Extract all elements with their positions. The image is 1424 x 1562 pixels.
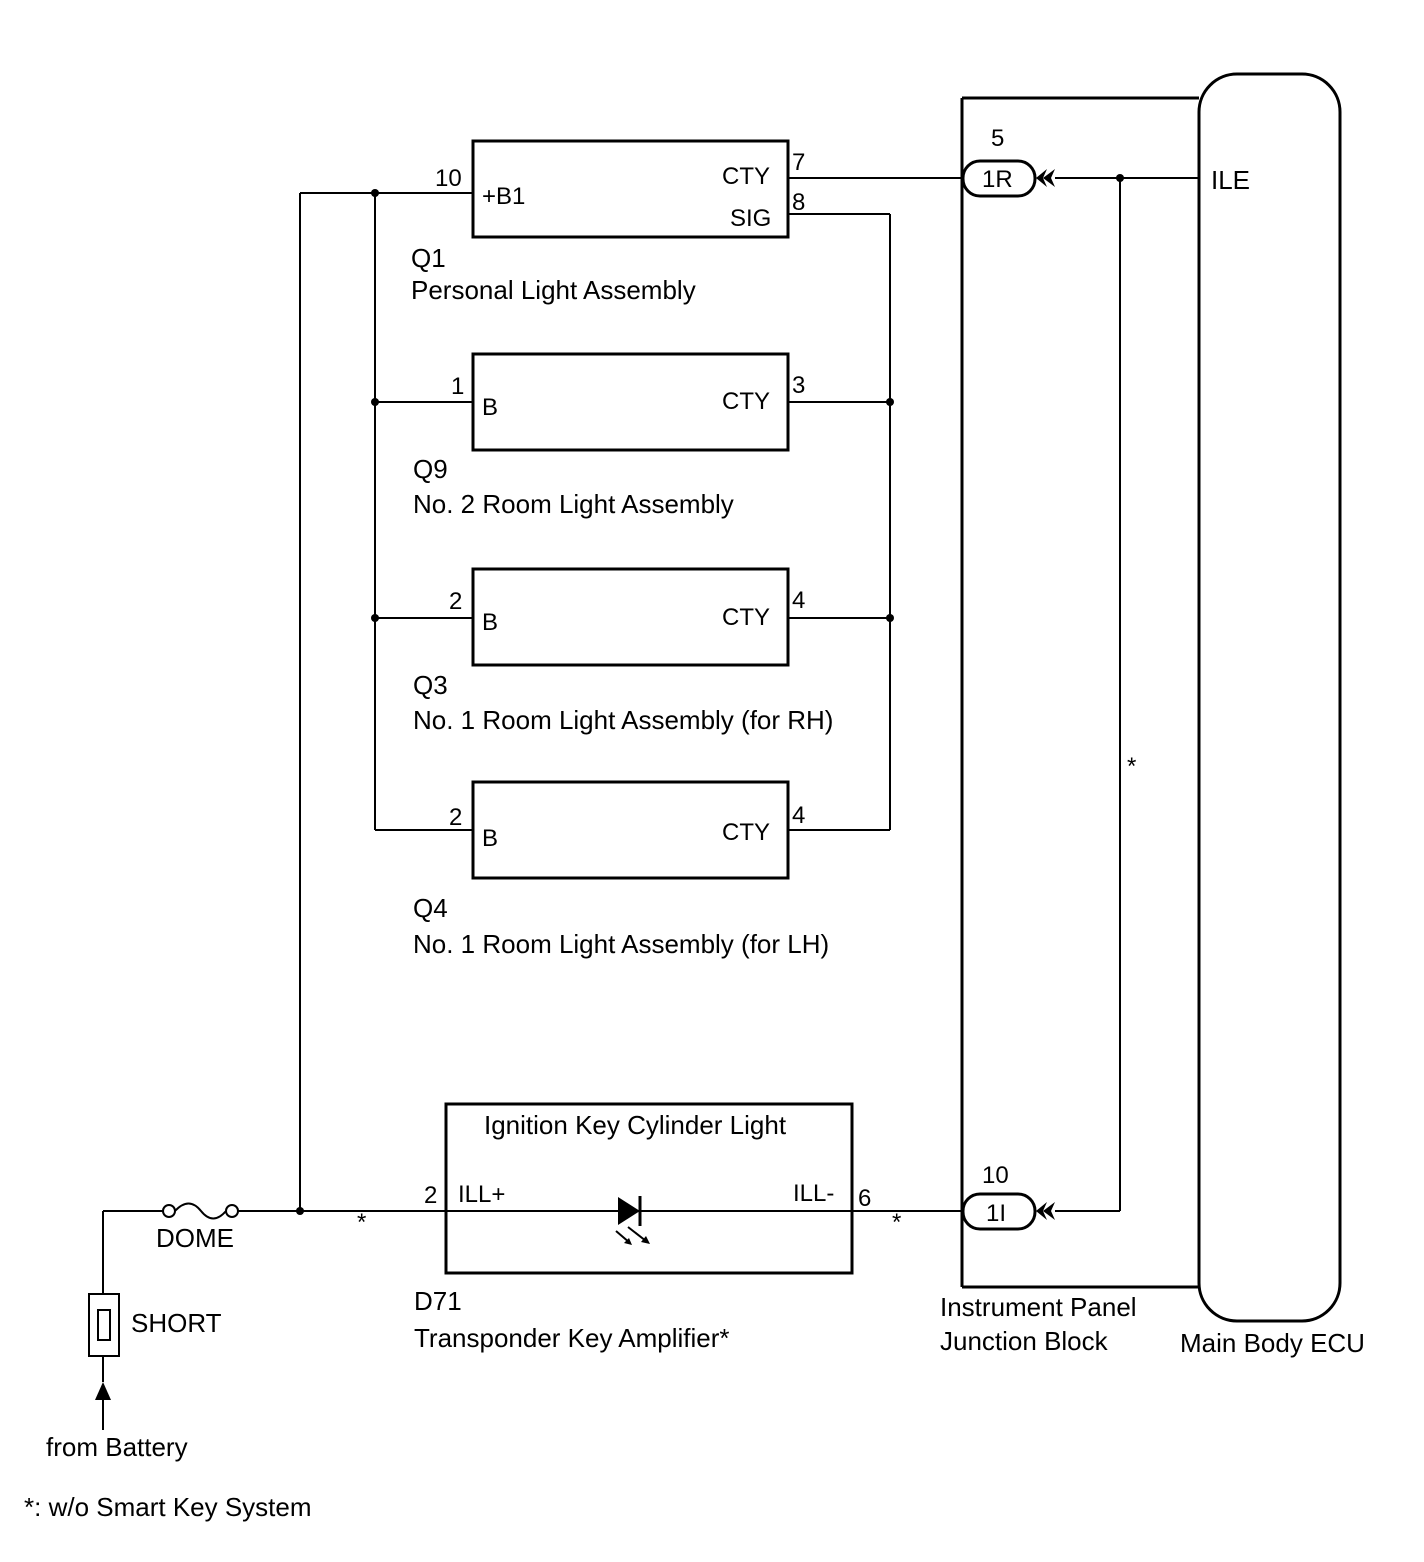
asterisk-mark-left: * [357, 1209, 366, 1236]
q1-terminal-sig: SIG [730, 205, 771, 232]
junction-name-line1: Instrument Panel [940, 1292, 1137, 1322]
q3-terminal-b: B [482, 609, 498, 636]
dome-label: DOME [156, 1223, 234, 1253]
d71-pin-minus: 6 [858, 1185, 871, 1212]
from-battery-label: from Battery [46, 1432, 188, 1462]
q9-room-light: 1 B CTY 3 Q9 No. 2 Room Light Assembly [413, 352, 805, 519]
q3-pin-b: 2 [449, 588, 462, 615]
connector-1i-label: 1I [986, 1200, 1006, 1227]
connector-arrow-icon [1036, 169, 1047, 187]
d71-transponder-amplifier: Ignition Key Cylinder Light 2 ILL+ ILL- … [414, 1102, 962, 1353]
q1-name: Personal Light Assembly [411, 275, 696, 305]
connector-arrow-icon [1036, 1202, 1047, 1220]
q9-code: Q9 [413, 454, 448, 484]
q4-pin-b: 2 [449, 804, 462, 831]
power-feed: DOME SHORT from Battery [46, 1202, 300, 1462]
q4-room-light-lh: 2 B CTY 4 Q4 No. 1 Room Light Assembly (… [413, 780, 829, 959]
q1-pin-sig: 8 [792, 189, 805, 216]
d71-terminal-minus: ILL- [793, 1180, 834, 1207]
short-label: SHORT [131, 1308, 222, 1338]
power-bus: * [296, 189, 473, 1236]
q3-terminal-cty: CTY [722, 604, 770, 631]
asterisk-mark-junction: * [1127, 753, 1136, 780]
q9-pin-b: 1 [451, 373, 464, 400]
connector-1r: 1R [961, 159, 1055, 198]
q9-name: No. 2 Room Light Assembly [413, 489, 734, 519]
led-icon [615, 1196, 650, 1245]
q3-name: No. 1 Room Light Assembly (for RH) [413, 705, 833, 735]
connector-1i-pin: 10 [982, 1162, 1009, 1189]
connector-1i: 1I [961, 1192, 1055, 1231]
q4-terminal-b: B [482, 825, 498, 852]
q1-pin-b1: 10 [435, 165, 462, 192]
ecu-terminal-ile: ILE [1211, 165, 1250, 195]
d71-name: Transponder Key Amplifier* [414, 1323, 730, 1353]
q9-terminal-cty: CTY [722, 388, 770, 415]
short-fusible-link [88, 1293, 120, 1357]
connector-1r-pin: 5 [991, 125, 1004, 152]
footnote: *: w/o Smart Key System [24, 1492, 312, 1522]
q1-terminal-cty: CTY [722, 163, 770, 190]
ecu-name: Main Body ECU [1180, 1328, 1365, 1358]
q9-terminal-b: B [482, 394, 498, 421]
connector-1r-label: 1R [982, 166, 1013, 193]
q9-pin-cty: 3 [792, 372, 805, 399]
q4-pin-cty: 4 [792, 802, 805, 829]
q3-room-light-rh: 2 B CTY 4 Q3 No. 1 Room Light Assembly (… [413, 567, 833, 735]
dome-fuse [162, 1202, 239, 1220]
q3-code: Q3 [413, 670, 448, 700]
asterisk-mark-right: * [892, 1209, 901, 1236]
q4-code: Q4 [413, 893, 448, 923]
q4-name: No. 1 Room Light Assembly (for LH) [413, 929, 829, 959]
junction-name-line2: Junction Block [940, 1326, 1109, 1356]
q3-pin-cty: 4 [792, 587, 805, 614]
d71-terminal-plus: ILL+ [458, 1181, 505, 1208]
d71-title: Ignition Key Cylinder Light [484, 1110, 787, 1140]
cty-bus [788, 177, 962, 831]
instrument-panel-junction-block: 1R 5 * 1I 10 Instrument Panel Junction B… [940, 96, 1199, 1356]
main-body-ecu: ILE Main Body ECU [1180, 72, 1365, 1358]
arrow-up-icon [95, 1382, 111, 1400]
d71-code: D71 [414, 1286, 462, 1316]
q1-pin-cty: 7 [792, 149, 805, 176]
q1-terminal-b1: +B1 [482, 183, 525, 210]
d71-pin-plus: 2 [424, 1182, 437, 1209]
q1-code: Q1 [411, 243, 446, 273]
q1-personal-light: 10 +B1 CTY 7 SIG 8 Q1 Personal Light Ass… [411, 139, 805, 305]
q4-terminal-cty: CTY [722, 819, 770, 846]
